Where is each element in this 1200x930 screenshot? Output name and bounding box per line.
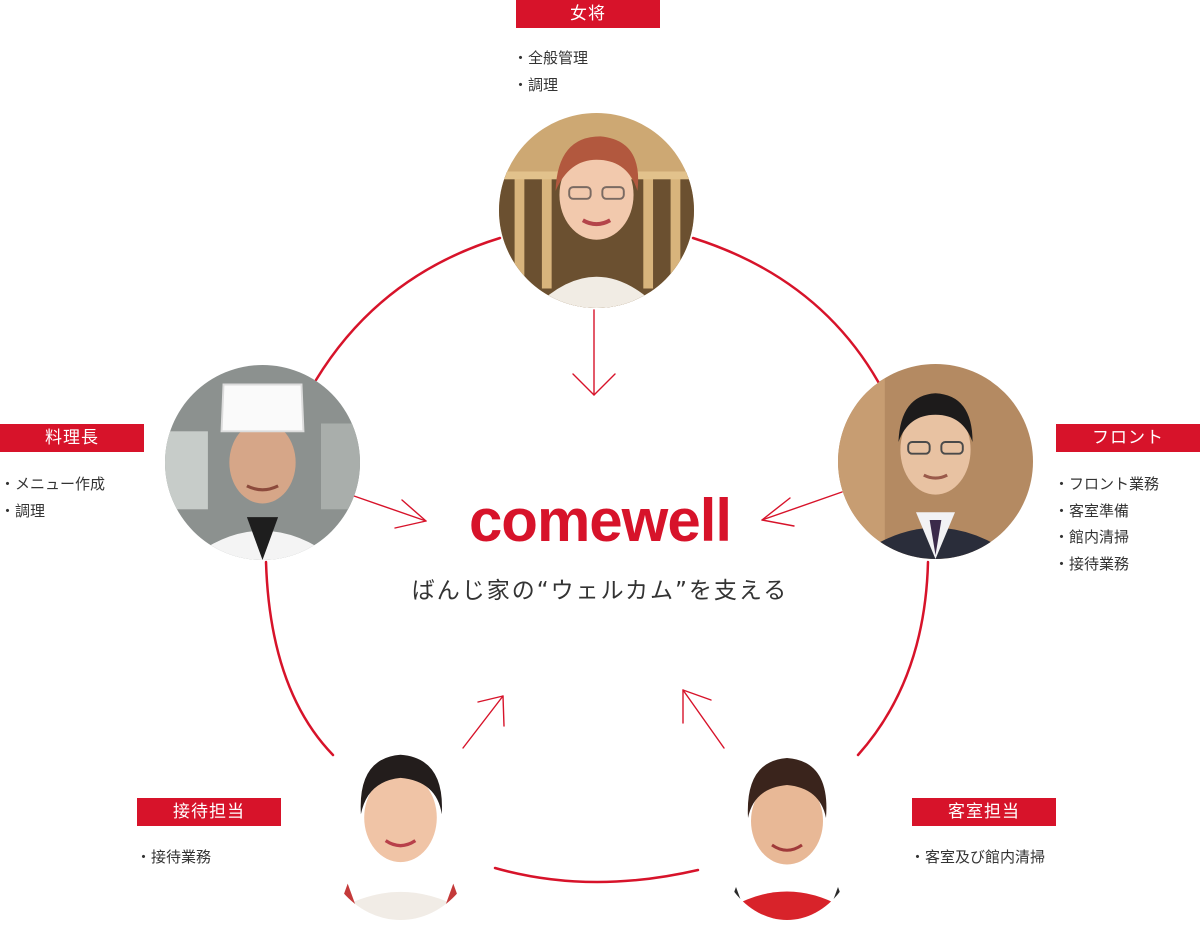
front-portrait <box>838 364 1033 559</box>
duty-item: メニュー作成 <box>0 471 105 498</box>
duty-item: 客室準備 <box>1054 498 1159 525</box>
room-portrait <box>712 725 862 920</box>
okami-portrait <box>499 113 694 308</box>
arrow-from-room <box>682 689 725 749</box>
duty-item: 客室及び館内清掃 <box>910 844 1045 871</box>
duty-item: 館内清掃 <box>1054 524 1159 551</box>
arrow-from-front <box>761 491 843 527</box>
chef-portrait <box>165 365 360 560</box>
role-title-room: 客室担当 <box>912 798 1056 826</box>
duty-list-room: 客室及び館内清掃 <box>910 844 1045 871</box>
connector-arc-reception-room <box>493 866 700 884</box>
duty-item: 調理 <box>0 498 105 525</box>
comewell-logo: comewell <box>468 487 732 554</box>
connector-arc-okami-chef <box>314 236 502 382</box>
duty-item: 接待業務 <box>1054 551 1159 578</box>
duty-list-reception: 接待業務 <box>136 844 211 871</box>
duty-item: フロント業務 <box>1054 471 1159 498</box>
arrow-from-reception <box>462 695 505 749</box>
duty-item: 全般管理 <box>513 45 588 72</box>
role-title-reception: 接待担当 <box>137 798 281 826</box>
duty-list-chef: メニュー作成 調理 <box>0 471 105 524</box>
connector-arc-room-front <box>856 560 930 757</box>
duty-list-okami: 全般管理 調理 <box>513 45 588 98</box>
arrow-from-okami <box>572 309 616 396</box>
tagline: ばんじ家の“ウェルカム”を支える <box>411 578 789 604</box>
role-title-okami: 女将 <box>516 0 660 28</box>
arrow-from-chef <box>353 495 427 529</box>
connector-arc-okami-front <box>691 236 882 387</box>
connector-arc-chef-reception <box>264 560 335 757</box>
role-title-front: フロント <box>1056 424 1200 452</box>
duty-item: 接待業務 <box>136 844 211 871</box>
role-title-chef: 料理長 <box>0 424 144 452</box>
duty-item: 調理 <box>513 72 588 99</box>
reception-portrait <box>318 725 483 920</box>
duty-list-front: フロント業務 客室準備 館内清掃 接待業務 <box>1054 471 1159 577</box>
